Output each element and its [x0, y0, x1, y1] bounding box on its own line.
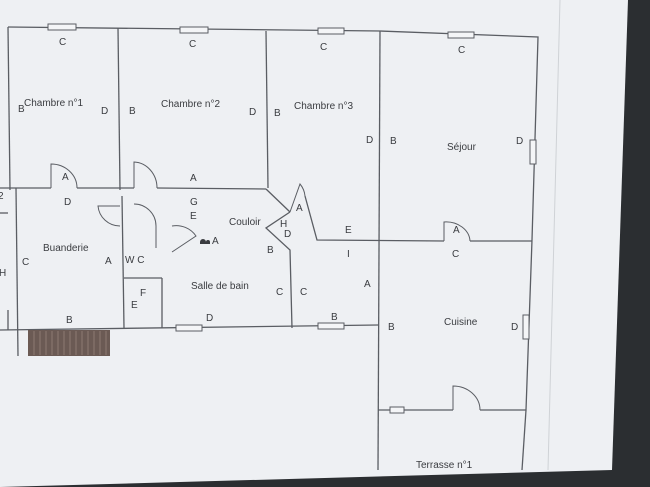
wall-label: E	[190, 211, 197, 222]
door-sejour	[443, 221, 471, 242]
wall-label: D	[511, 322, 518, 333]
wall-label: A	[212, 236, 219, 247]
room-cuisine: Cuisine	[444, 317, 478, 328]
room-buanderie: Buanderie	[43, 243, 89, 254]
wall-label: B	[66, 315, 73, 326]
wall-label: H	[280, 219, 287, 230]
wall-label: D	[249, 107, 256, 118]
wall-label: D	[101, 106, 108, 117]
wall-label: B	[267, 245, 274, 256]
wall-label: A	[190, 173, 197, 184]
wall-label: E	[131, 300, 138, 311]
left-edge-label: 2	[0, 191, 4, 202]
left-edge-label: H	[0, 268, 6, 279]
hatch-lines	[33, 331, 107, 355]
wall-label: E	[345, 225, 352, 236]
wall-label: C	[452, 249, 459, 260]
wall-label: D	[516, 136, 523, 147]
wall-label: B	[390, 136, 397, 147]
wall-label: C	[458, 45, 465, 56]
wall-label: B	[18, 104, 25, 115]
windows	[47, 23, 537, 414]
walls	[0, 26, 539, 471]
page-margin-line	[547, 0, 561, 471]
hatched-step	[28, 330, 110, 356]
wall-label: C	[300, 287, 307, 298]
wall-label: D	[284, 229, 291, 240]
room-sejour: Séjour	[447, 142, 477, 153]
wall-label: B	[129, 106, 136, 117]
wall-label: A	[105, 256, 112, 267]
wall-label: D	[206, 313, 213, 324]
door-chambre3	[289, 183, 306, 213]
wall-label: B	[388, 322, 395, 333]
room-couloir: Couloir	[229, 217, 261, 228]
room-chambre3: Chambre n°3	[294, 101, 353, 112]
wall-label: A	[296, 203, 303, 214]
room-terrasse: Terrasse n°1	[416, 460, 473, 471]
wall-label: A	[364, 279, 371, 290]
wall-label: C	[59, 37, 66, 48]
wall-label: C	[189, 39, 196, 50]
wall-label: B	[331, 312, 338, 323]
door-wc	[133, 203, 157, 248]
wall-label: G	[190, 197, 198, 208]
wall-label: D	[366, 135, 373, 146]
room-wc: W C	[125, 255, 144, 266]
drain-icon	[200, 239, 210, 244]
door-chambre2	[133, 161, 158, 189]
door-chambre1	[50, 163, 78, 189]
wall-label: F	[140, 288, 146, 299]
wall-label: I	[347, 249, 350, 260]
wall-label: C	[276, 287, 283, 298]
wall-label: A	[453, 225, 460, 236]
room-salle-de-bain: Salle de bain	[191, 281, 249, 292]
room-chambre2: Chambre n°2	[161, 99, 220, 110]
wall-label: A	[62, 172, 69, 183]
wall-label: C	[22, 257, 29, 268]
door-salle-de-bain	[171, 225, 197, 253]
wall-label: B	[274, 108, 281, 119]
doors	[50, 161, 481, 411]
paper-sheet	[0, 0, 628, 487]
room-chambre1: Chambre n°1	[24, 98, 83, 109]
door-terrasse	[452, 385, 481, 411]
wall-label: D	[64, 197, 71, 208]
door-buanderie	[97, 205, 121, 227]
wall-label: C	[320, 42, 327, 53]
